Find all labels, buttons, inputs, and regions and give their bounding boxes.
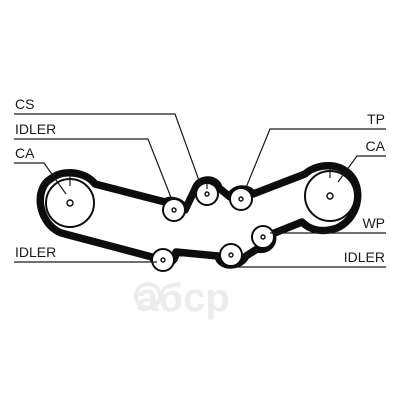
label-idler-bottom-left: IDLER	[15, 244, 56, 260]
leader-lines	[14, 113, 386, 268]
idler-pulley-lower-right	[219, 243, 243, 267]
tensioner-pulley	[229, 187, 253, 211]
label-ca-right: CA	[366, 138, 386, 154]
camshaft-pulley-left	[45, 176, 95, 228]
label-cs: CS	[15, 96, 34, 112]
watermark-logo: aбcp	[134, 276, 230, 320]
idler-pulley-upper-left	[162, 198, 186, 222]
label-tp: TP	[367, 111, 385, 127]
label-wp: WP	[362, 215, 385, 231]
camshaft-pulley-right	[304, 168, 356, 222]
watermark-ring-icon	[134, 282, 162, 310]
label-ca-left: CA	[15, 145, 35, 161]
label-idler-bottom-right: IDLER	[344, 249, 385, 265]
watermark-text: aбcp	[136, 276, 230, 320]
idler-pulley-lower-left	[151, 248, 175, 272]
crankshaft-sprocket	[195, 182, 219, 206]
label-idler-top-left: IDLER	[15, 121, 56, 137]
water-pump-pulley	[251, 225, 275, 249]
